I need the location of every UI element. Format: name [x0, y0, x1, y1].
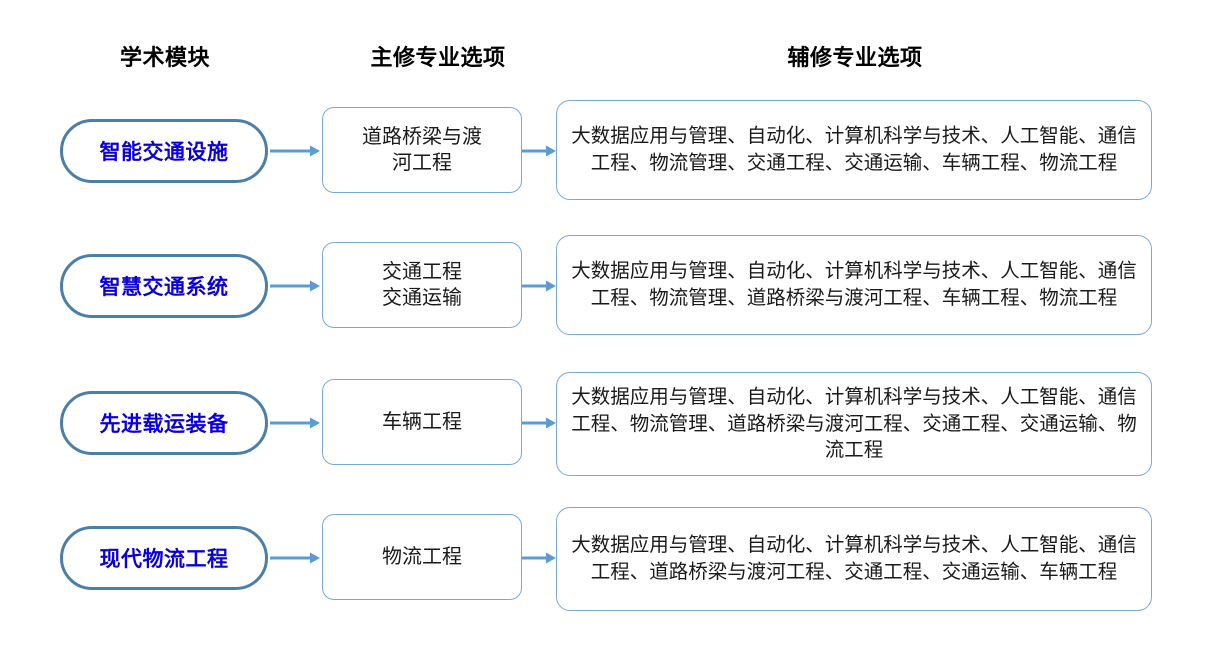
major-field-box[interactable]: 车辆工程: [322, 379, 522, 465]
arrow-module-to-major: [270, 144, 320, 158]
arrow-module-to-major: [270, 416, 320, 430]
major-field-label: 道路桥梁与渡 河工程: [362, 126, 482, 174]
minor-field-label: 大数据应用与管理、自动化、计算机科学与技术、人工智能、通信工程、物流管理、道路桥…: [571, 385, 1137, 462]
minor-field-label: 大数据应用与管理、自动化、计算机科学与技术、人工智能、通信工程、物流管理、道路桥…: [571, 260, 1137, 309]
module-pill-label: 现代物流工程: [99, 548, 229, 571]
minor-field-box[interactable]: 大数据应用与管理、自动化、计算机科学与技术、人工智能、通信工程、物流管理、道路桥…: [556, 235, 1152, 335]
arrow-major-to-minor: [522, 279, 556, 293]
arrow-major-to-minor: [522, 144, 556, 158]
major-field-box[interactable]: 道路桥梁与渡 河工程: [322, 107, 522, 193]
module-pill[interactable]: 现代物流工程: [60, 526, 268, 590]
arrow-major-to-minor: [522, 416, 556, 430]
major-field-label: 车辆工程: [382, 411, 462, 433]
column-header-module: 学术模块: [119, 45, 211, 70]
diagram-row: 现代物流工程 物流工程 大数据应用与管理、自动化、计算机科学与技术、人工智能、通…: [0, 505, 1210, 640]
module-pill-label: 智能交通设施: [99, 141, 229, 164]
arrow-module-to-major: [270, 279, 320, 293]
major-field-label: 交通工程 交通运输: [382, 261, 462, 309]
module-pill[interactable]: 智慧交通系统: [60, 254, 268, 318]
column-header-major: 主修专业选项: [370, 45, 506, 70]
major-field-box[interactable]: 物流工程: [322, 514, 522, 600]
diagram-row: 智慧交通系统 交通工程 交通运输 大数据应用与管理、自动化、计算机科学与技术、人…: [0, 234, 1210, 369]
minor-field-box[interactable]: 大数据应用与管理、自动化、计算机科学与技术、人工智能、通信工程、物流管理、交通工…: [556, 100, 1152, 200]
minor-field-label: 大数据应用与管理、自动化、计算机科学与技术、人工智能、通信工程、物流管理、交通工…: [571, 125, 1137, 174]
column-header-minor: 辅修专业选项: [787, 45, 923, 70]
minor-field-label: 大数据应用与管理、自动化、计算机科学与技术、人工智能、通信工程、道路桥梁与渡河工…: [571, 534, 1137, 583]
module-pill-label: 先进载运装备: [99, 413, 229, 436]
arrow-major-to-minor: [522, 551, 556, 565]
diagram-row: 智能交通设施 道路桥梁与渡 河工程 大数据应用与管理、自动化、计算机科学与技术、…: [0, 99, 1210, 234]
minor-field-box[interactable]: 大数据应用与管理、自动化、计算机科学与技术、人工智能、通信工程、物流管理、道路桥…: [556, 372, 1152, 476]
module-pill[interactable]: 智能交通设施: [60, 119, 268, 183]
minor-field-box[interactable]: 大数据应用与管理、自动化、计算机科学与技术、人工智能、通信工程、道路桥梁与渡河工…: [556, 507, 1152, 611]
arrow-module-to-major: [270, 551, 320, 565]
major-field-box[interactable]: 交通工程 交通运输: [322, 242, 522, 328]
module-pill[interactable]: 先进载运装备: [60, 391, 268, 455]
module-pill-label: 智慧交通系统: [99, 276, 229, 299]
diagram-row: 先进载运装备 车辆工程 大数据应用与管理、自动化、计算机科学与技术、人工智能、通…: [0, 370, 1210, 505]
major-field-label: 物流工程: [382, 546, 462, 568]
